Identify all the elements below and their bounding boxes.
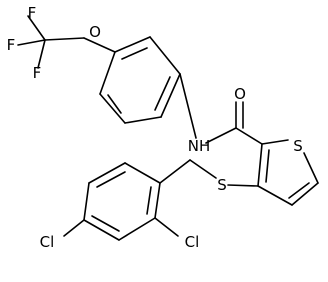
bond-ring1-c — [160, 73, 181, 118]
bond-thio-c3-c2 — [257, 143, 263, 187]
bond-ring2-e — [88, 162, 126, 184]
atom-cl-para: Cl — [40, 233, 55, 251]
bond-carbonyl-thiophene — [235, 127, 263, 145]
atom-n-amide: NH — [188, 137, 211, 155]
bond-ring2-cl-para — [63, 219, 85, 237]
bond-ring1-d — [124, 116, 162, 124]
bond-ring2-inner-3 — [96, 171, 126, 188]
bond-ring1-a — [114, 36, 151, 53]
bond-c-f1 — [27, 15, 46, 41]
bond-ring2-inner-2 — [91, 215, 120, 232]
bond-ring2-a — [154, 182, 161, 219]
bond-thio-c2-s — [261, 139, 289, 145]
bond-ring2-cl-ortho — [154, 217, 179, 237]
atom-o-ether: O — [89, 23, 101, 41]
bond-ch2-aryl — [159, 159, 191, 184]
bond-o-aryl — [83, 37, 116, 53]
atom-s-thiophene: S — [293, 137, 303, 155]
bond-ring2-f — [124, 162, 161, 184]
bond-c-f2 — [17, 39, 46, 46]
bond-thio-c5-c4 — [291, 182, 319, 206]
bond-ring1-inner-3 — [107, 94, 122, 114]
bond-cf3-o — [44, 37, 85, 41]
bond-ring2-c — [83, 219, 120, 241]
bond-thio-c4-c3 — [257, 185, 293, 206]
bond-ring1-inner-2 — [154, 76, 171, 111]
bond-thio-inner-2 — [288, 182, 310, 199]
atom-cl-ortho: Cl — [185, 233, 200, 251]
bond-ring2-b — [118, 217, 156, 241]
bond-ring2-d — [83, 182, 90, 221]
bond-n-carbonyl — [205, 127, 237, 144]
bond-s-ch2 — [189, 159, 217, 179]
atom-f3: F — [33, 64, 42, 82]
bond-c-f3 — [37, 39, 46, 69]
bond-ring1-f — [99, 51, 116, 95]
bond-thio-inner-1 — [265, 149, 270, 183]
bond-layer — [17, 15, 319, 241]
bond-ring1-b — [149, 36, 181, 75]
bond-thio-s-c5 — [303, 152, 319, 184]
atom-f1: F — [28, 4, 37, 22]
bond-aryl-n — [179, 73, 197, 139]
bond-ring2-inner-1 — [146, 186, 152, 215]
atom-o-carbonyl: O — [234, 85, 246, 103]
atom-label-layer: F F F O O NH S S Cl Cl — [7, 4, 303, 251]
bond-ring1-inner-1 — [121, 47, 148, 60]
atom-s-thioether: S — [217, 176, 227, 194]
bond-ring1-e — [99, 93, 126, 124]
atom-f2: F — [7, 36, 16, 54]
bond-c3-s — [227, 184, 259, 187]
